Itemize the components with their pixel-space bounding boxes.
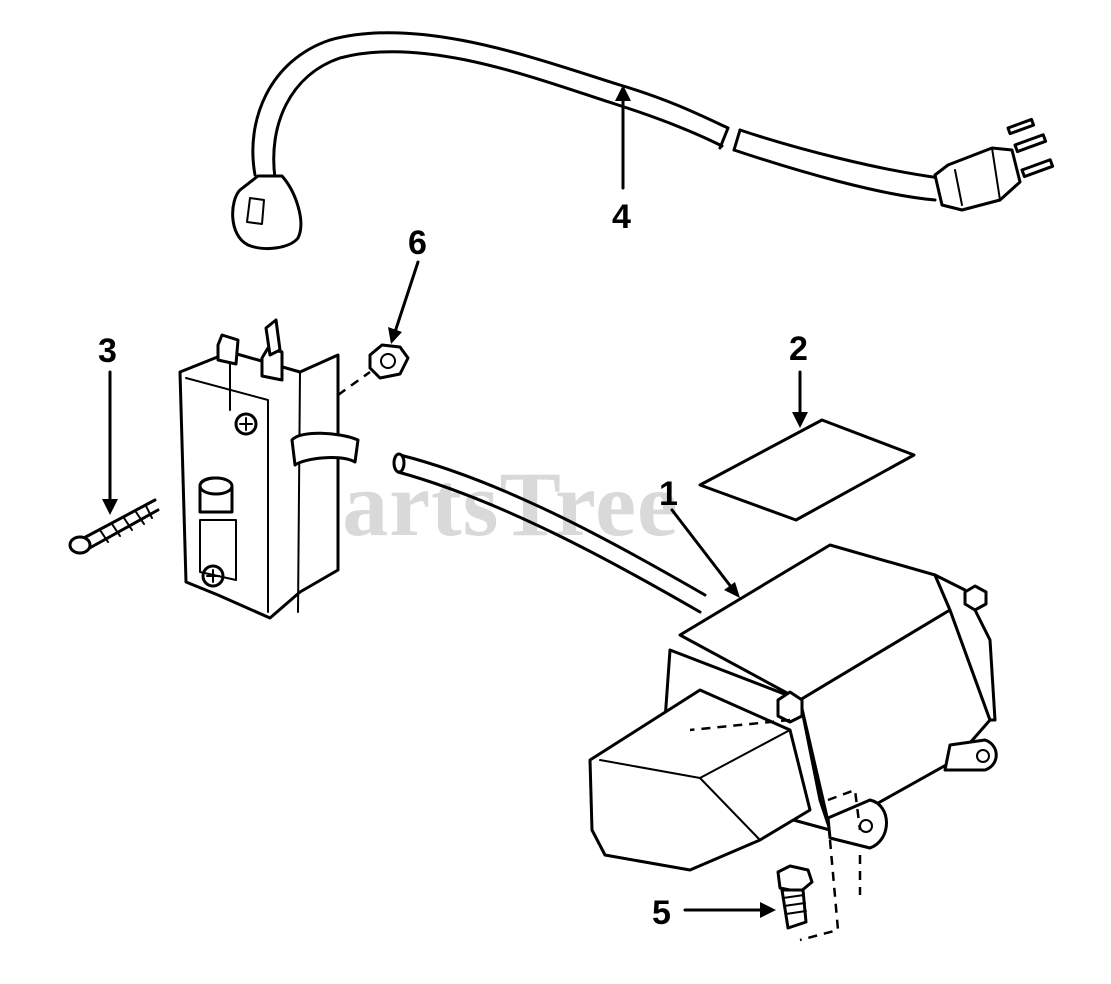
wire-edge	[396, 470, 702, 614]
callout-2: 2	[789, 330, 808, 368]
starter-motor[interactable]	[588, 543, 998, 872]
nut-dash-line	[337, 370, 371, 397]
callout-arrows	[102, 85, 808, 918]
power-cord[interactable]	[231, 31, 1055, 250]
callout-4: 4	[612, 198, 631, 236]
label-decal[interactable]	[698, 418, 916, 522]
callout-5: 5	[652, 894, 671, 932]
wire-end	[392, 452, 406, 474]
hex-nut[interactable]	[368, 343, 410, 380]
watermark: PartsTree TM	[285, 449, 820, 555]
switch-assembly[interactable]	[178, 318, 360, 620]
screw-dash-path	[799, 839, 840, 942]
callout-3: 3	[98, 332, 117, 370]
long-screw[interactable]	[68, 498, 160, 555]
wire	[398, 453, 707, 597]
flange-dash-outline	[827, 788, 862, 831]
mounting-screw[interactable]	[776, 864, 814, 930]
callout-6: 6	[408, 224, 427, 262]
watermark-text: PartsTree	[285, 453, 679, 555]
callout-1: 1	[659, 475, 678, 513]
